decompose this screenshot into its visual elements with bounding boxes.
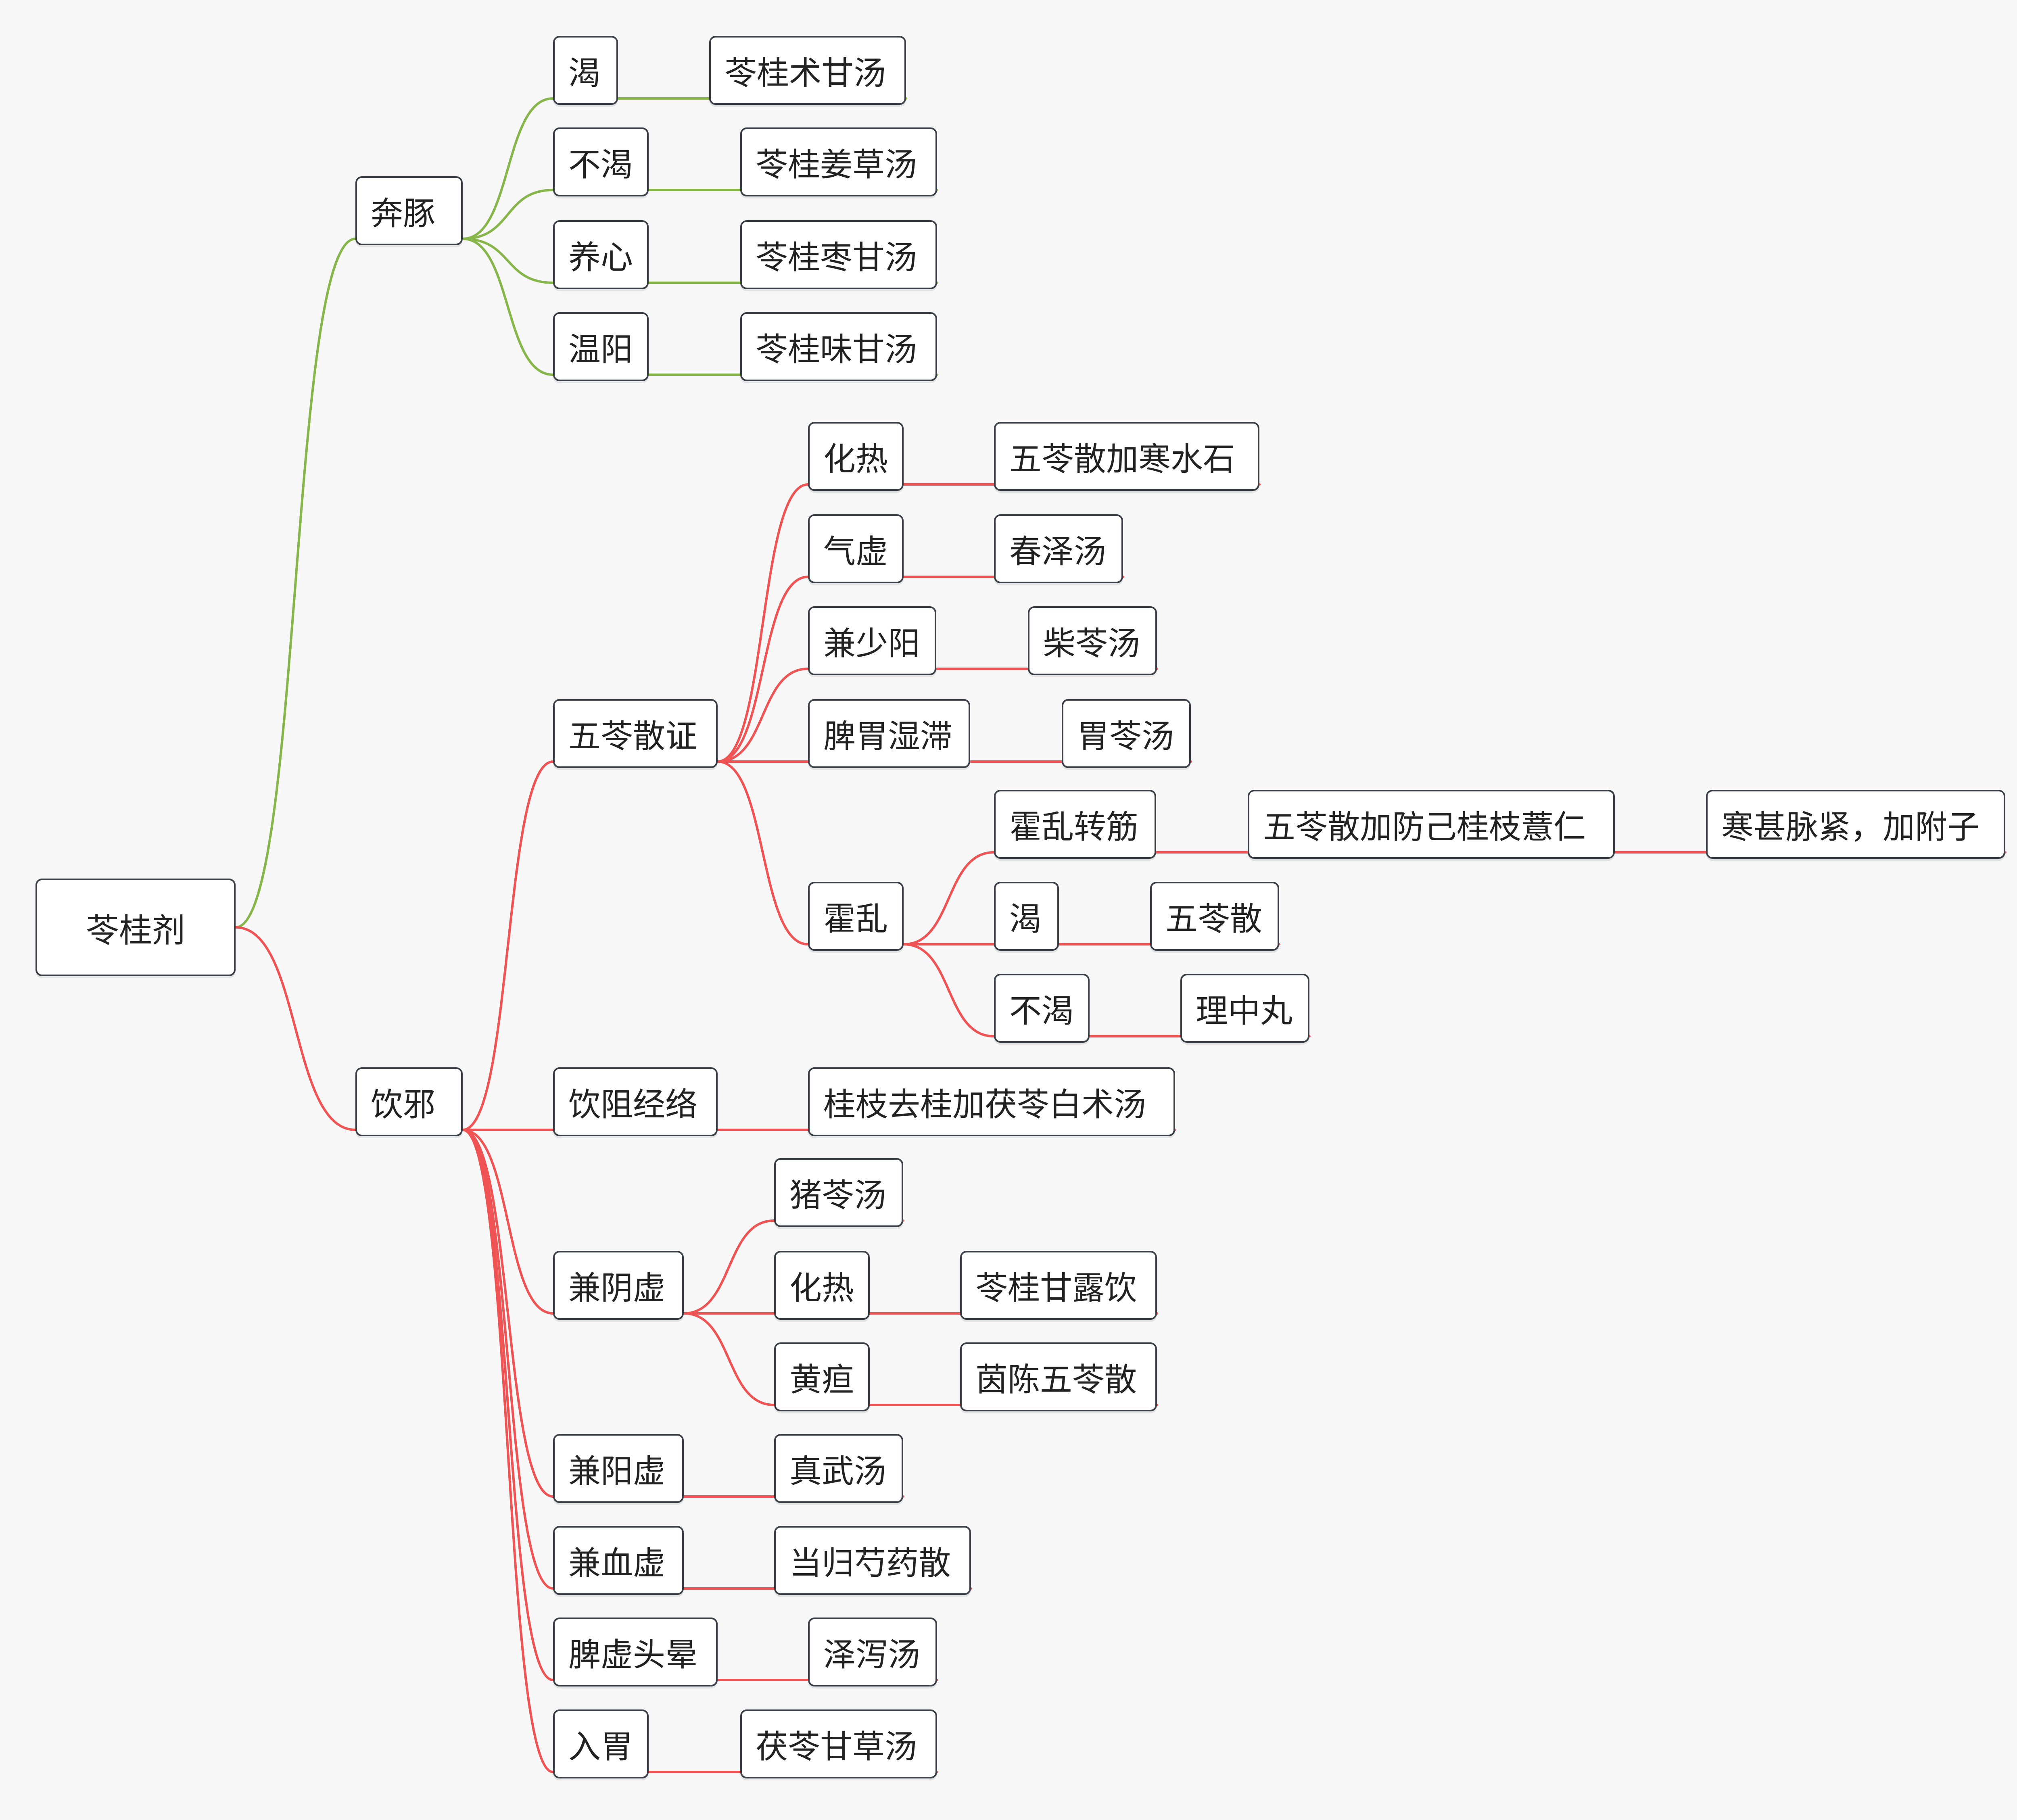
link-sub-other-3 xyxy=(461,1129,719,1681)
formula-benton-1[interactable]: 苓桂术甘汤 xyxy=(709,36,906,105)
link-sub-other-4 xyxy=(461,1129,650,1773)
note-huoluan-1[interactable]: 寒甚脉紧，加附子 xyxy=(1706,790,2005,859)
sub-other-4[interactable]: 入胃 xyxy=(553,1709,649,1778)
cond-wuling-1[interactable]: 化热 xyxy=(808,422,904,491)
cond-wuling-4[interactable]: 脾胃湿滞 xyxy=(808,699,970,768)
link-cond-wuling-1 xyxy=(716,483,905,763)
link-branch-benton xyxy=(234,238,464,929)
link-cond-benton-1 xyxy=(461,97,619,240)
cond-huoluan-3[interactable]: 不渴 xyxy=(994,974,1090,1043)
link-sub-other-2 xyxy=(461,1129,685,1590)
formula-yinzu[interactable]: 桂枝去桂加茯苓白术汤 xyxy=(808,1067,1175,1136)
sub-other-1[interactable]: 兼阳虚 xyxy=(553,1434,684,1503)
formula-huoluan-3[interactable]: 理中丸 xyxy=(1180,974,1309,1043)
formula-yinxu-2[interactable]: 茵陈五苓散 xyxy=(960,1342,1157,1411)
branch-benton[interactable]: 奔豚 xyxy=(355,176,463,245)
sub-other-3[interactable]: 脾虚头晕 xyxy=(553,1618,718,1686)
cond-benton-2[interactable]: 不渴 xyxy=(553,127,649,196)
formula-wuling-2[interactable]: 春泽汤 xyxy=(994,514,1123,583)
link-branch-yinxie xyxy=(234,926,464,1131)
cond-wuling-3[interactable]: 兼少阳 xyxy=(808,606,936,675)
link-cond-benton-2 xyxy=(461,189,650,240)
formula-benton-3[interactable]: 苓桂枣甘汤 xyxy=(740,220,937,289)
formula-other-4[interactable]: 茯苓甘草汤 xyxy=(740,1709,937,1778)
formula-benton-2[interactable]: 苓桂姜草汤 xyxy=(740,127,937,196)
link-cond-wuling-3 xyxy=(716,668,938,763)
formula-wuling-1[interactable]: 五苓散加寒水石 xyxy=(994,422,1259,491)
cond-yinxu-2[interactable]: 黄疸 xyxy=(774,1342,870,1411)
sub-huoluan[interactable]: 霍乱 xyxy=(808,882,904,951)
root-node[interactable]: 苓桂剂 xyxy=(35,879,236,976)
link-sub-wuling xyxy=(461,760,719,1131)
formula-yinxu-1[interactable]: 苓桂甘露饮 xyxy=(960,1251,1157,1320)
formula-other-1[interactable]: 真武汤 xyxy=(774,1434,903,1503)
link-sub-huoluan xyxy=(716,760,905,945)
cond-huoluan-2[interactable]: 渴 xyxy=(994,882,1059,951)
formula-other-3[interactable]: 泽泻汤 xyxy=(808,1618,937,1686)
formula-huoluan-1[interactable]: 五苓散加防己桂枝薏仁 xyxy=(1248,790,1615,859)
link-sub-yinxu xyxy=(461,1129,685,1315)
link-cond-benton-4 xyxy=(461,238,650,376)
link-cond-huoluan-3 xyxy=(902,943,1091,1037)
formula-benton-4[interactable]: 苓桂味甘汤 xyxy=(740,312,937,381)
sub-yinxu[interactable]: 兼阴虚 xyxy=(553,1251,684,1320)
sub-other-2[interactable]: 兼血虚 xyxy=(553,1526,684,1595)
link-sub-other-1 xyxy=(461,1129,685,1498)
formula-yinxu-zhuling[interactable]: 猪苓汤 xyxy=(774,1158,903,1227)
cond-benton-4[interactable]: 温阳 xyxy=(553,312,649,381)
cond-benton-3[interactable]: 养心 xyxy=(553,220,649,289)
link-cond-yinxu-2 xyxy=(683,1312,871,1406)
cond-wuling-2[interactable]: 气虚 xyxy=(808,514,904,583)
formula-wuling-4[interactable]: 胃苓汤 xyxy=(1062,699,1191,768)
link-formula-yinxu-zhuling xyxy=(683,1219,904,1315)
branch-yinxie[interactable]: 饮邪 xyxy=(355,1067,463,1136)
formula-wuling-3[interactable]: 柴苓汤 xyxy=(1028,606,1157,675)
cond-yinxu-1[interactable]: 化热 xyxy=(774,1251,870,1320)
sub-yinzu[interactable]: 饮阻经络 xyxy=(553,1067,718,1136)
link-cond-huoluan-1 xyxy=(902,851,1157,945)
sub-wuling[interactable]: 五苓散证 xyxy=(553,699,718,768)
link-cond-benton-3 xyxy=(461,238,650,284)
cond-benton-1[interactable]: 渴 xyxy=(553,36,618,105)
formula-huoluan-2[interactable]: 五苓散 xyxy=(1150,882,1279,951)
cond-huoluan-1[interactable]: 霍乱转筋 xyxy=(994,790,1156,859)
link-cond-wuling-2 xyxy=(716,576,905,763)
formula-other-2[interactable]: 当归芍药散 xyxy=(774,1526,971,1595)
